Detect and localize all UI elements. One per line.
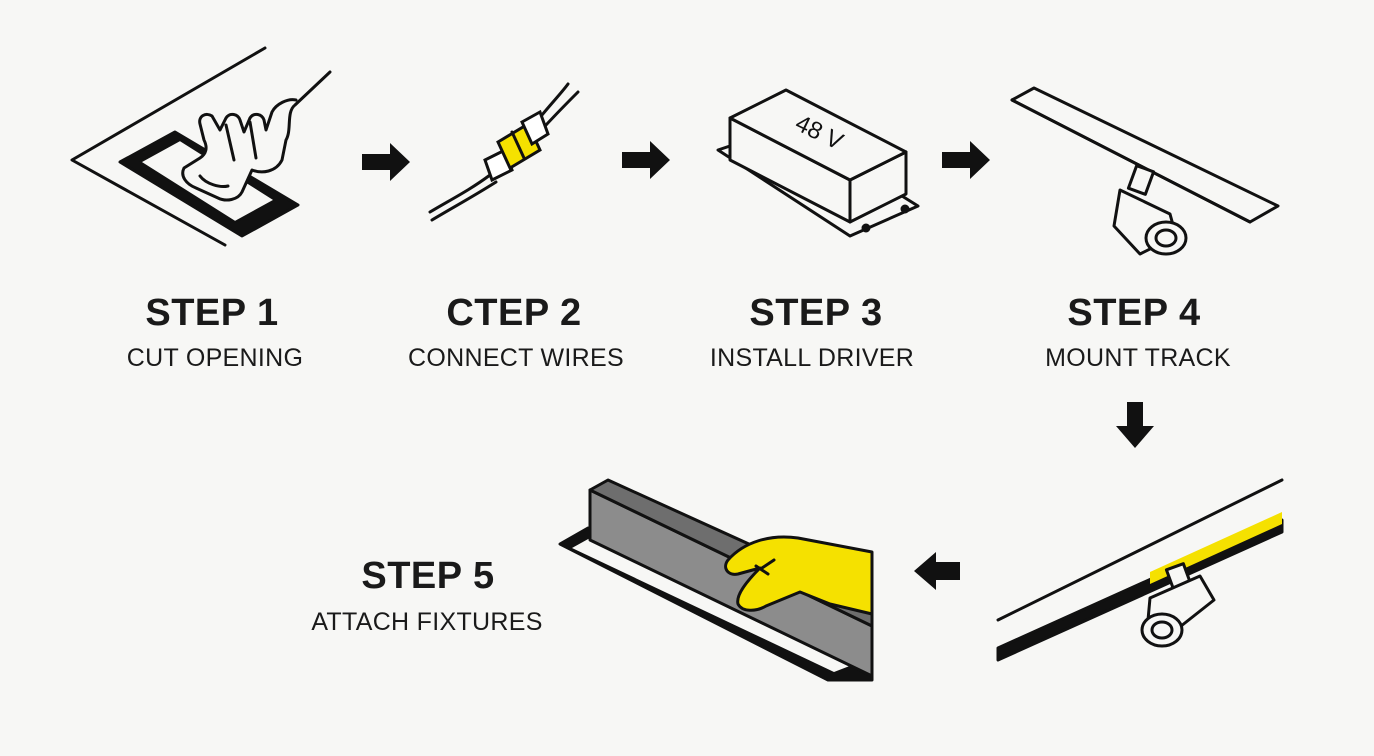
arrow-right-icon <box>622 141 670 179</box>
hand-cutting-icon <box>181 70 332 202</box>
step-3-title: STEP 3 <box>749 292 883 334</box>
attach-fixtures-illustration <box>558 478 874 682</box>
arrow-right-icon <box>942 141 990 179</box>
step-1-caption: CUT OPENING <box>126 344 304 372</box>
step-2-caption: CONNECT WIRES <box>408 344 624 372</box>
step-5-caption: ATTACH FIXTURES <box>311 608 543 636</box>
wire-connector-icon <box>428 82 580 222</box>
track-spotlight-icon <box>1010 86 1280 256</box>
track-detail-illustration <box>996 478 1284 662</box>
step-4-caption: MOUNT TRACK <box>1045 344 1231 372</box>
step-2-title: CTEP 2 <box>446 292 582 334</box>
driver-box-icon: 48 V <box>716 88 920 238</box>
arrow-down-icon <box>1116 402 1154 448</box>
gloved-hand-icon <box>724 535 874 616</box>
step-5-title: STEP 5 <box>361 555 495 597</box>
step-3-caption: INSTALL DRIVER <box>709 344 915 372</box>
step-1-title: STEP 1 <box>145 292 279 334</box>
cut-opening-illustration <box>70 46 332 247</box>
arrow-right-icon <box>362 143 410 181</box>
arrow-left-icon <box>914 552 960 590</box>
step-4-title: STEP 4 <box>1067 292 1201 334</box>
